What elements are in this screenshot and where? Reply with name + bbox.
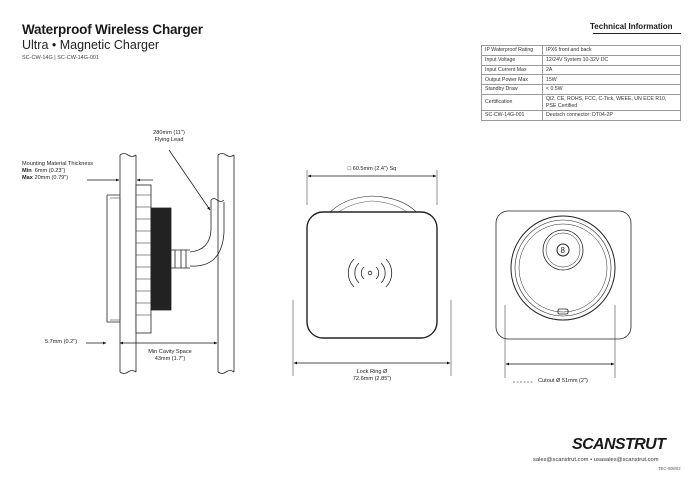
front-view-drawing [292, 170, 452, 376]
min-cavity-label: Min Cavity Space 43mm (1.7") [148, 349, 192, 362]
lock-ring-label: Lock Ring Ø 72.6mm (2.85") [352, 369, 392, 382]
document-code: TEC-008/02 [658, 466, 681, 471]
spec-value: Deutsch connector: DT04-2P [542, 110, 681, 121]
flying-lead-label: 280mm (11") Flying Lead [153, 130, 185, 143]
cutout-label: Cutout Ø 51mm (2") [538, 378, 588, 384]
svg-text:8: 8 [561, 246, 566, 255]
bezel-depth-label: 5.7mm (0.2") [45, 339, 78, 345]
tech-info-underline [593, 33, 681, 34]
side-view-drawing [106, 153, 235, 374]
product-codes: SC-CW-14G | SC-CW-14G-001 [22, 55, 100, 61]
face-width-label: □ 60.5mm (2.4") Sq [347, 166, 397, 172]
tech-info-heading: Technical Information [590, 22, 673, 31]
wireless-charging-icon [347, 258, 393, 288]
scanstrut-logo: SCANSTRUT [572, 436, 666, 453]
contact-emails: sales@scanstrut.com • usasales@scanstrut… [533, 457, 659, 463]
product-title: Waterproof Wireless Charger [22, 22, 203, 37]
spec-value: Qi2, CE, ROHS, FCC, C-Tick, WEEE, UN ECE… [542, 93, 681, 112]
rear-view-drawing: 8 [495, 210, 632, 378]
product-subtitle: Ultra • Magnetic Charger [22, 38, 160, 52]
mounting-thickness-label: Mounting Material Thickness Min 6mm (0.2… [22, 161, 94, 181]
